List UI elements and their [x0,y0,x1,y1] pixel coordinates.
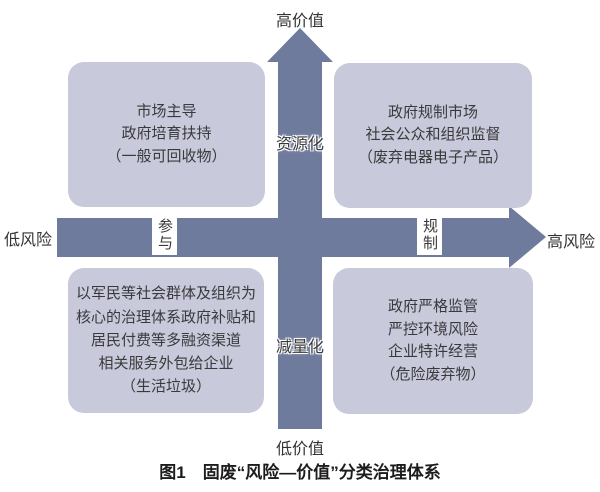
quadrant-text-line: 严控环境风险 [387,320,478,338]
figure-caption: 图1 固废“风险—价值”分类治理体系 [159,463,441,482]
right-arrow-head-icon [509,206,546,268]
quadrant-text-line: 企业特许经营 [387,343,478,360]
arrow-label-regulation: 规制 [417,214,442,255]
quadrant-text-line: 社会公众和组织监督 [365,126,501,144]
quadrant-text-line: 以军民等社会群体及组织为 [75,285,256,303]
quadrant-bottom-right-box: 政府严格监管 严控环境风险 企业特许经营 （危险废弃物） [333,268,533,414]
quadrant-top-right-box: 政府规制市场 社会公众和组织监督 （废弃电器电子产品） [334,63,532,208]
quadrant-text-line: 居民付费等多融资渠道 [90,331,241,349]
arrow-label-reduction: 减量化 [275,339,324,356]
quadrant-text-line: 市场主导 [136,102,197,120]
quadrant-text-line: （废弃电器电子产品） [357,148,508,166]
quadrant-text-line: 政府规制市场 [387,103,478,121]
quadrant-text-line: （生活垃圾） [120,378,211,396]
quadrant-text-line: （危险废弃物） [380,365,486,383]
axis-label-high-value: 高价值 [275,13,324,30]
axis-label-high-risk: 高风险 [547,234,596,251]
quadrant-text-line: 政府严格监管 [387,298,478,315]
quadrant-text-line: （一般可回收物） [106,147,227,165]
axis-label-low-risk: 低风险 [4,232,53,249]
arrow-label-participation: 参与 [152,214,177,255]
quadrant-text-line: 相关服务外包给企业 [98,355,234,373]
arrow-label-resourcization: 资源化 [275,136,324,153]
quadrant-text-line: 核心的治理体系政府补贴和 [75,308,256,326]
quadrant-bottom-left-box: 以军民等社会群体及组织为 核心的治理体系政府补贴和 居民付费等多融资渠道 相关服… [68,268,264,413]
quadrant-top-left-box: 市场主导 政府培育扶持 （一般可回收物） [68,62,265,207]
quadrant-text-line: 政府培育扶持 [121,125,212,143]
up-arrow-head-icon [267,28,333,62]
axis-label-low-value: 低价值 [275,441,324,458]
